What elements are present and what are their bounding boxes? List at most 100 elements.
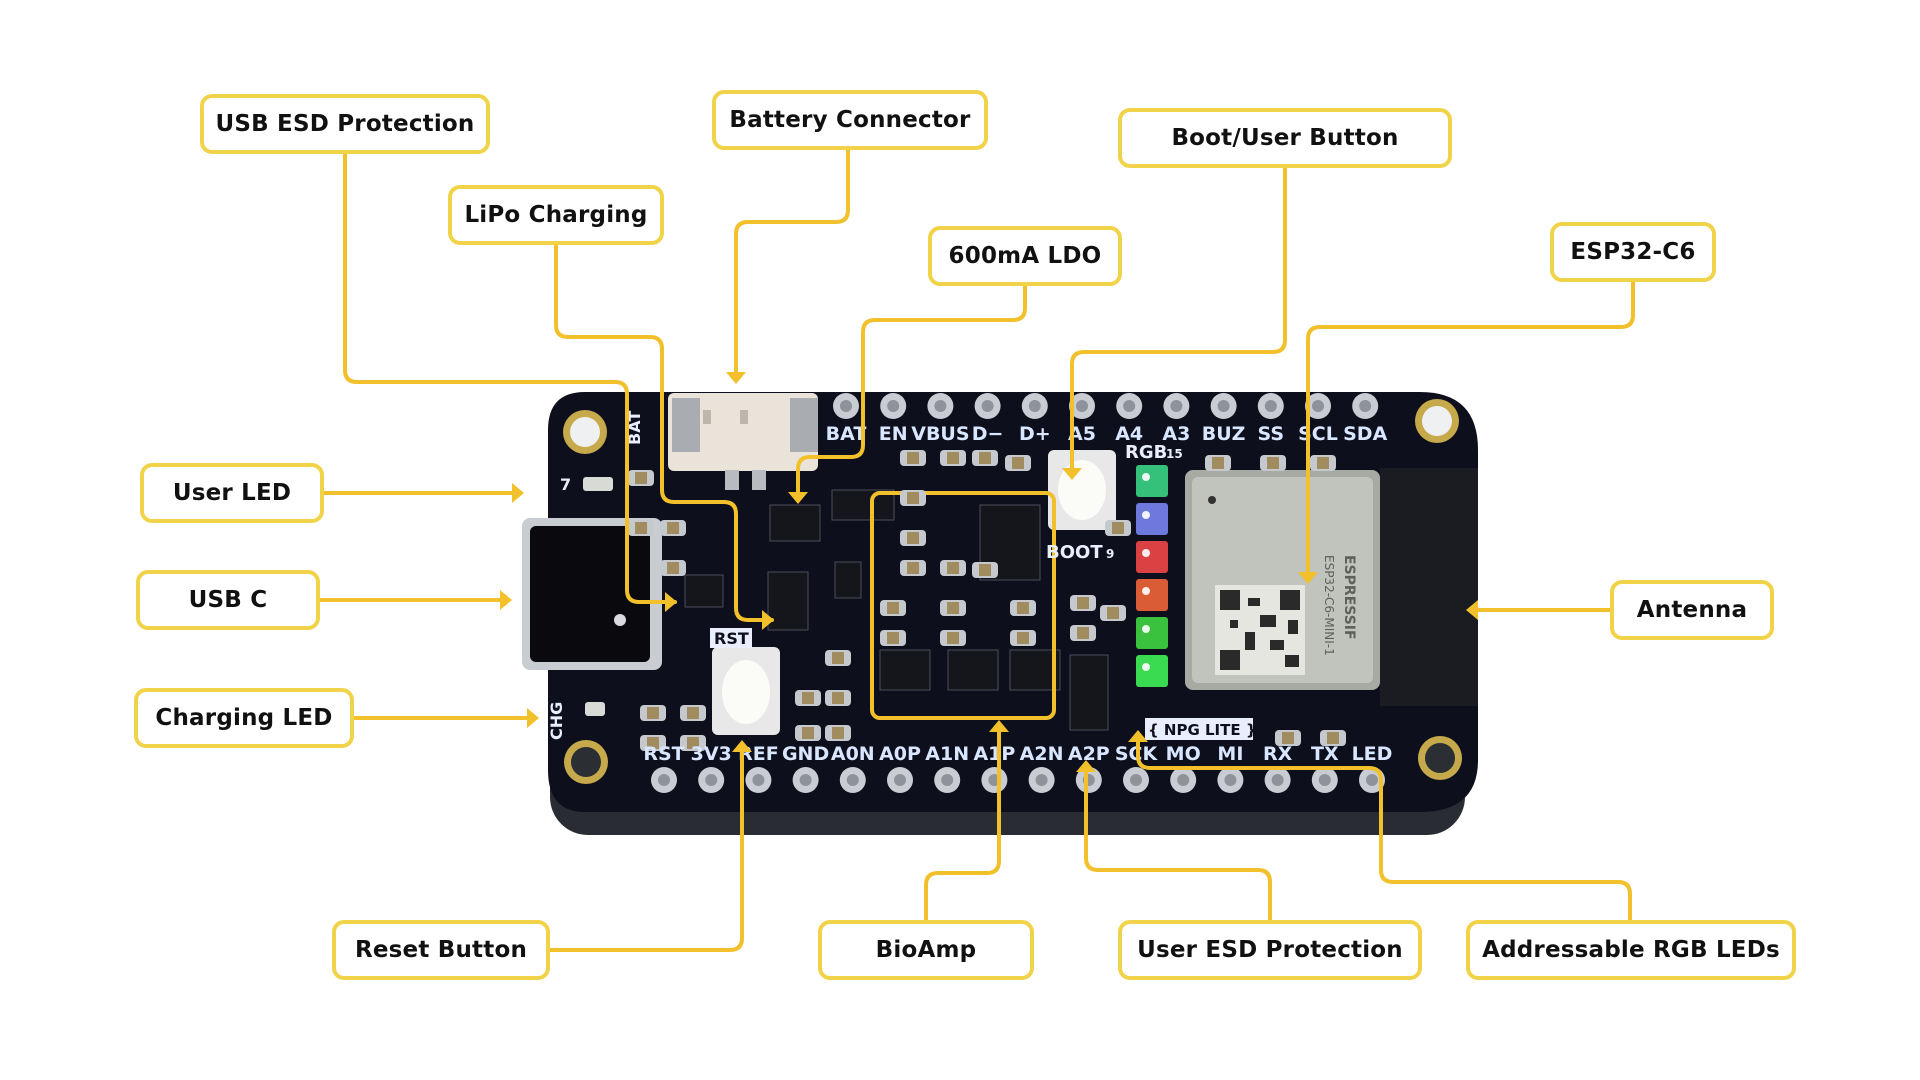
smd-component <box>1275 730 1301 746</box>
smd-component <box>795 690 821 706</box>
arrow-head <box>527 708 539 728</box>
bottom-pin-label: RX <box>1263 743 1293 765</box>
arrow-head <box>1128 730 1148 742</box>
bottom-pin-label: LED <box>1352 743 1393 765</box>
bottom-pin-label: A1N <box>925 743 969 765</box>
callout-esp32-c6: ESP32-C6 <box>1550 222 1716 282</box>
silk-rst: RST <box>714 629 749 648</box>
leader-battery <box>734 148 850 382</box>
top-pin: BUZ <box>1202 393 1246 445</box>
bottom-pin-label: A0P <box>879 743 921 765</box>
callout-boot-user-button: Boot/User Button <box>1118 108 1452 168</box>
antenna-area <box>1380 468 1478 706</box>
top-pin-label: SS <box>1258 423 1285 445</box>
smd-component <box>680 705 706 721</box>
arrow-head <box>726 372 746 384</box>
silk-chg: CHG <box>547 702 566 740</box>
top-pin: EN <box>879 393 908 445</box>
bottom-pin: A1N <box>925 743 969 793</box>
module-model: ESP32-C6-MINI-1 <box>1322 555 1336 656</box>
top-pin-label: BAT <box>826 423 867 445</box>
reset-button-part <box>712 647 780 735</box>
callout-user-led: User LED <box>140 463 324 523</box>
smd-component <box>1260 455 1286 471</box>
battery-jst-connector <box>668 393 818 490</box>
top-pin: BAT <box>826 393 867 445</box>
arrow-head <box>788 492 808 504</box>
top-pin: A5 <box>1068 393 1096 445</box>
top-pin: VBUS <box>911 393 970 445</box>
smd-component <box>940 600 966 616</box>
bottom-pin: TX <box>1311 743 1339 793</box>
smd-component <box>900 450 926 466</box>
callout-battery-connector: Battery Connector <box>712 90 988 150</box>
callout-usb-esd-protection: USB ESD Protection <box>200 94 490 154</box>
smd-component <box>1005 455 1031 471</box>
rgb-led <box>1136 617 1168 649</box>
silk-rgb: RGB <box>1125 442 1167 463</box>
rgb-led <box>1136 655 1168 687</box>
silk-rgb-num: 15 <box>1166 447 1183 461</box>
smd-component <box>660 560 686 576</box>
arrow-head <box>1466 600 1478 620</box>
leader-user-esd <box>1084 763 1272 922</box>
smd-component <box>1310 455 1336 471</box>
top-pin: SDA <box>1343 393 1388 445</box>
bottom-pin: GND <box>782 743 829 793</box>
bottom-pin-label: MO <box>1166 743 1201 765</box>
smd-component <box>972 450 998 466</box>
module-qr-code <box>1220 590 1300 670</box>
top-pin: SS <box>1258 393 1285 445</box>
leader-rgb <box>1136 733 1632 922</box>
smd-component <box>900 560 926 576</box>
boot-button-part <box>1048 450 1116 530</box>
top-pin-label: SDA <box>1343 423 1387 445</box>
arrow-head <box>665 592 677 612</box>
silk-rst-bg <box>710 628 752 648</box>
callout-antenna: Antenna <box>1610 580 1774 640</box>
bottom-pin: RX <box>1263 743 1293 793</box>
bottom-pin: A2N <box>1020 743 1064 793</box>
top-pin: D+ <box>1019 393 1051 445</box>
smd-component <box>880 600 906 616</box>
callout-charging-led: Charging LED <box>134 688 354 748</box>
smd-component <box>940 560 966 576</box>
smd-component <box>1010 600 1036 616</box>
top-pin: A3 <box>1162 393 1190 445</box>
rgb-led <box>1136 579 1168 611</box>
leader-bioamp <box>924 723 1001 922</box>
silk-led-num: 7 <box>560 475 571 494</box>
callout-addressable-rgb-leds: Addressable RGB LEDs <box>1466 920 1796 980</box>
rgb-led <box>1136 465 1168 497</box>
smd-component <box>660 520 686 536</box>
arrow-head <box>732 740 752 752</box>
top-pin-label: VBUS <box>911 423 969 445</box>
callout-lipo-charging: LiPo Charging <box>448 185 664 245</box>
user-led-part <box>583 477 613 491</box>
arrow-head <box>1298 572 1318 584</box>
top-pin-label: BUZ <box>1202 423 1246 445</box>
leader-usb-esd <box>343 152 677 604</box>
bottom-pin: RST <box>643 743 685 793</box>
arrow-head <box>1076 760 1096 772</box>
arrow-head <box>1062 468 1082 480</box>
smd-component <box>825 690 851 706</box>
mounting-hole-tr <box>1415 399 1459 443</box>
smd-component <box>900 530 926 546</box>
bottom-pin-label: A0N <box>831 743 875 765</box>
smd-component <box>640 705 666 721</box>
ic-components <box>684 489 1109 731</box>
bottom-pin: A0P <box>879 743 921 793</box>
mounting-hole-br <box>1418 736 1462 780</box>
smd-component <box>880 630 906 646</box>
smd-component <box>825 725 851 741</box>
module-maker: ESPRESSIF <box>1341 555 1357 640</box>
bottom-pin-label: A1P <box>973 743 1015 765</box>
callout-bioamp: BioAmp <box>818 920 1034 980</box>
silk-brand: { NPG LITE } <box>1148 721 1257 739</box>
bottom-pin-label: A2P <box>1068 743 1110 765</box>
rgb-led <box>1136 541 1168 573</box>
callout-usb-c: USB C <box>136 570 320 630</box>
